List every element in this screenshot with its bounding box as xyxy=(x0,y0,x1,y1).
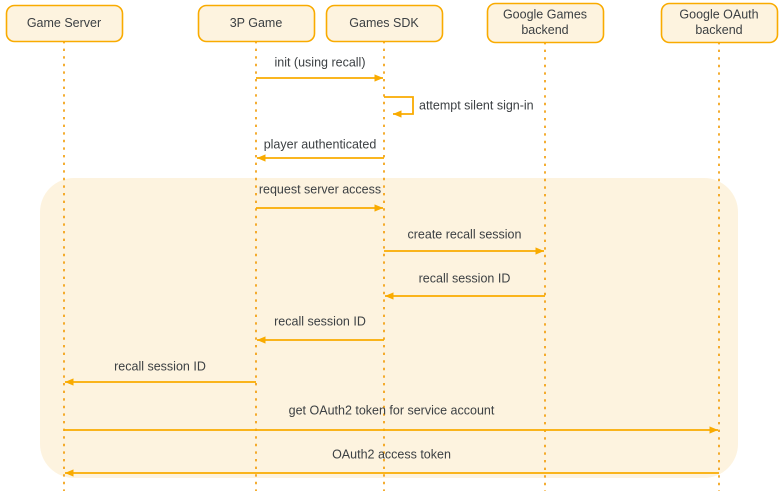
message-m6: recall session ID xyxy=(384,271,545,300)
message-label-m6: recall session ID xyxy=(419,271,511,285)
participant-label-games-sdk: Games SDK xyxy=(349,16,419,30)
participant-google-oauth-backend[interactable]: Google OAuth backend xyxy=(660,2,779,44)
participant-box-third-party-game[interactable] xyxy=(197,4,316,43)
message-m3: player authenticated xyxy=(256,137,384,162)
participant-game-server[interactable]: Game Server xyxy=(5,4,124,43)
message-label-m10: OAuth2 access token xyxy=(332,447,451,461)
message-m4: request server access xyxy=(256,182,384,212)
message-m2: attempt silent sign-in xyxy=(384,96,534,118)
message-m7: recall session ID xyxy=(256,314,384,344)
message-label-m5: create recall session xyxy=(408,227,522,241)
highlight-region-layer xyxy=(40,178,738,478)
participant-third-party-game[interactable]: 3P Game xyxy=(197,4,316,43)
message-m9: get OAuth2 token for service account xyxy=(64,403,719,434)
participant-box-game-server[interactable] xyxy=(5,4,124,43)
messages-layer: init (using recall) attempt silent sign-i… xyxy=(64,55,719,477)
participant-games-sdk[interactable]: Games SDK xyxy=(325,4,444,43)
participant-google-games-backend[interactable]: Google Games backend xyxy=(486,2,605,44)
self-loop-arrow-m2 xyxy=(384,96,414,118)
participant-label-google-games-backend-line-1: Google Games xyxy=(503,7,587,21)
message-label-m3: player authenticated xyxy=(264,137,377,151)
participant-label-third-party-game: 3P Game xyxy=(230,16,283,30)
participant-label-google-oauth-backend-line-2: backend xyxy=(695,23,742,37)
message-label-m4: request server access xyxy=(259,182,381,196)
participant-label-google-oauth-backend-line-1: Google OAuth xyxy=(679,7,758,21)
participant-box-google-oauth-backend[interactable] xyxy=(660,2,779,44)
message-m10: OAuth2 access token xyxy=(64,447,719,477)
participant-label-google-games-backend-line-2: backend xyxy=(521,23,568,37)
lifelines-layer xyxy=(63,41,720,491)
message-label-m2: attempt silent sign-in xyxy=(419,98,534,112)
recall-highlight-region xyxy=(40,178,738,478)
participant-label-game-server: Game Server xyxy=(27,16,101,30)
message-label-m7: recall session ID xyxy=(274,314,366,328)
participants-layer: Game Server 3P Game Games SDK Google Games b… xyxy=(5,2,779,44)
message-m8: recall session ID xyxy=(64,359,256,386)
message-m1: init (using recall) xyxy=(256,55,384,82)
message-label-m9: get OAuth2 token for service account xyxy=(289,403,495,417)
message-m5: create recall session xyxy=(384,227,545,255)
participant-box-games-sdk[interactable] xyxy=(325,4,444,43)
message-label-m1: init (using recall) xyxy=(274,55,365,69)
message-label-m8: recall session ID xyxy=(114,359,206,373)
participant-box-google-games-backend[interactable] xyxy=(486,2,605,44)
